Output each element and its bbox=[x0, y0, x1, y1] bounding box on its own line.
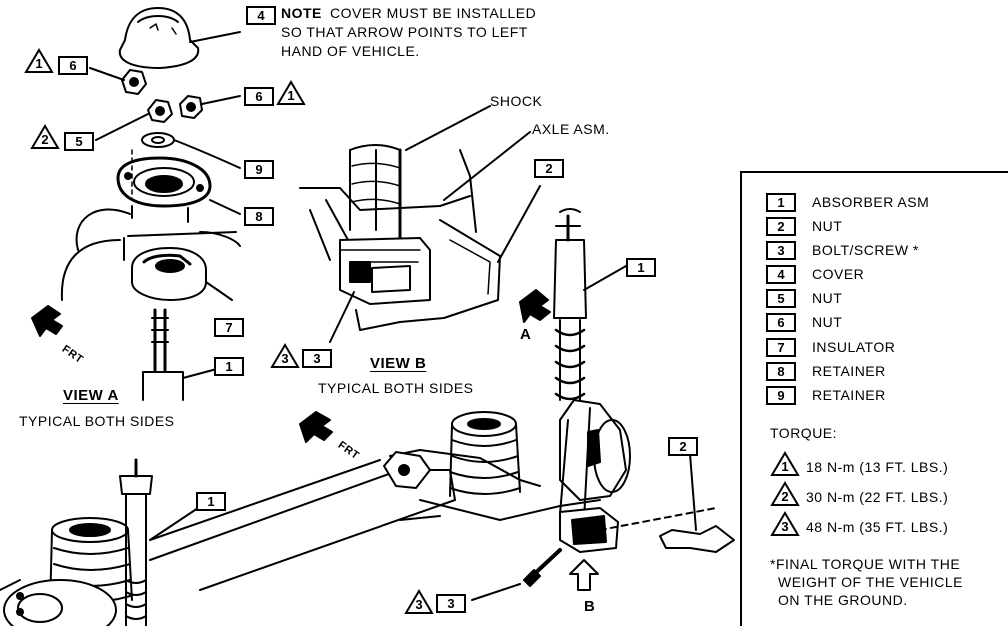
legend-label: BOLT/SCREW * bbox=[812, 242, 919, 258]
note-line-2: SO THAT ARROW POINTS TO LEFT bbox=[281, 24, 528, 40]
legend-number: 7 bbox=[766, 338, 796, 357]
callout-1-view-a: 1 bbox=[214, 357, 244, 376]
shock-label: SHOCK bbox=[490, 93, 543, 109]
torque-triangle-1-right: 1 bbox=[276, 80, 306, 106]
callout-5: 5 bbox=[64, 132, 94, 151]
legend-label: RETAINER bbox=[812, 363, 886, 379]
torque-value-2: 30 N-m (22 FT. LBS.) bbox=[806, 489, 949, 505]
view-a-exploded-parts bbox=[31, 7, 241, 401]
axle-asm-label: AXLE ASM. bbox=[532, 121, 610, 137]
legend-label: ABSORBER ASM bbox=[812, 194, 930, 210]
torque-legend-triangle-2: 2 bbox=[770, 481, 800, 507]
callout-1-left: 1 bbox=[196, 492, 226, 511]
callout-1-shock: 1 bbox=[626, 258, 656, 277]
callout-9: 9 bbox=[244, 160, 274, 179]
torque-triangle-2: 2 bbox=[30, 124, 60, 150]
torque-triangle-3-view-b: 3 bbox=[270, 343, 300, 369]
legend-label: COVER bbox=[812, 266, 865, 282]
legend-label: NUT bbox=[812, 314, 843, 330]
legend-label: INSULATOR bbox=[812, 339, 896, 355]
footnote-line-3: ON THE GROUND. bbox=[778, 592, 908, 608]
view-b-marker: B bbox=[584, 598, 596, 615]
callout-2-right: 2 bbox=[668, 437, 698, 456]
footnote-line-2: WEIGHT OF THE VEHICLE bbox=[778, 574, 964, 590]
torque-value-3: 48 N-m (35 FT. LBS.) bbox=[806, 519, 949, 535]
view-b-subtitle: TYPICAL BOTH SIDES bbox=[318, 380, 474, 396]
legend-label: NUT bbox=[812, 290, 843, 306]
view-a-subtitle: TYPICAL BOTH SIDES bbox=[19, 413, 175, 429]
rear-axle-assembly-drawing bbox=[0, 208, 735, 626]
callout-3-bottom: 3 bbox=[436, 594, 466, 613]
callout-6-right: 6 bbox=[244, 87, 274, 106]
legend-number: 2 bbox=[766, 217, 796, 236]
legend-number: 3 bbox=[766, 241, 796, 260]
legend-number: 5 bbox=[766, 289, 796, 308]
view-a-marker: A bbox=[520, 326, 532, 343]
legend-number: 8 bbox=[766, 362, 796, 381]
legend-label: NUT bbox=[812, 218, 843, 234]
legend-panel bbox=[740, 171, 1008, 626]
view-b-title: VIEW B bbox=[370, 355, 427, 372]
callout-4: 4 bbox=[246, 6, 276, 25]
legend-number: 6 bbox=[766, 313, 796, 332]
torque-triangle-1-left: 1 bbox=[24, 48, 54, 74]
note-line-3: HAND OF VEHICLE. bbox=[281, 43, 420, 59]
callout-6-left: 6 bbox=[58, 56, 88, 75]
legend-number: 9 bbox=[766, 386, 796, 405]
callout-2-view-b: 2 bbox=[534, 159, 564, 178]
callout-3-view-b: 3 bbox=[302, 349, 332, 368]
legend-label: RETAINER bbox=[812, 387, 886, 403]
note-label: NOTE bbox=[281, 5, 322, 21]
torque-legend-triangle-3: 3 bbox=[770, 511, 800, 537]
torque-triangle-3-bottom: 3 bbox=[404, 589, 434, 615]
torque-title: TORQUE: bbox=[770, 425, 838, 441]
legend-number: 1 bbox=[766, 193, 796, 212]
callout-8: 8 bbox=[244, 207, 274, 226]
torque-value-1: 18 N-m (13 FT. LBS.) bbox=[806, 459, 949, 475]
footnote-line-1: *FINAL TORQUE WITH THE bbox=[770, 556, 961, 572]
view-a-title: VIEW A bbox=[63, 387, 119, 404]
view-b-drawing bbox=[299, 105, 541, 343]
legend-number: 4 bbox=[766, 265, 796, 284]
torque-legend-triangle-1: 1 bbox=[770, 451, 800, 477]
note-line-1: COVER MUST BE INSTALLED bbox=[330, 5, 537, 21]
callout-7: 7 bbox=[214, 318, 244, 337]
